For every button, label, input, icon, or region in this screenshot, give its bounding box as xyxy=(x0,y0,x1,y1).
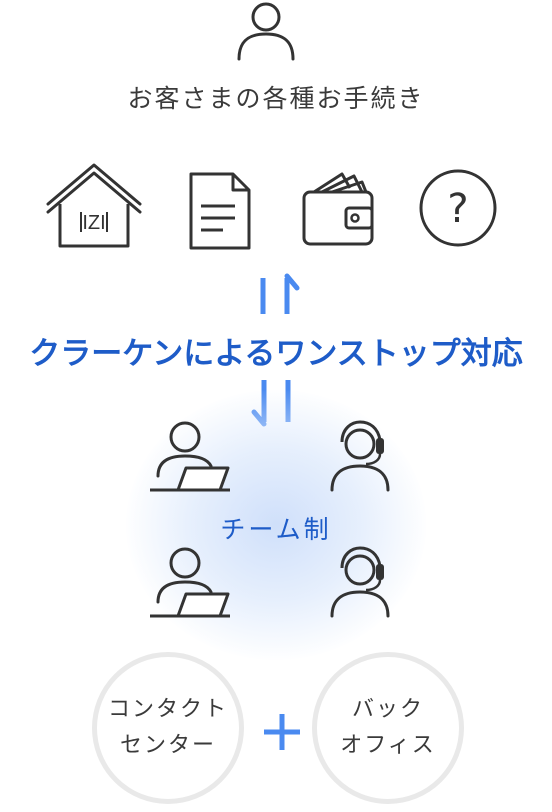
contact-center-circle: コンタクト センター xyxy=(92,652,244,804)
person-laptop-icon xyxy=(150,547,230,618)
contact-center-label-line1: コンタクト xyxy=(107,697,228,722)
back-office-label-line2: オフィス xyxy=(340,733,436,758)
question-glyph: ? xyxy=(447,186,468,232)
back-office-circle: バック オフィス xyxy=(312,652,464,804)
team-system-label: チーム制 xyxy=(220,515,332,544)
up-arrows-icon xyxy=(260,273,300,314)
person-headset-icon xyxy=(330,546,390,618)
document-icon xyxy=(189,172,251,250)
person-headset-icon xyxy=(330,420,390,492)
plus-icon xyxy=(264,714,300,750)
customer-person-icon xyxy=(237,2,295,61)
service-icons-row: IZI ? xyxy=(0,160,552,252)
house-icon: IZI xyxy=(46,163,142,248)
back-office-label-line1: バック xyxy=(351,697,424,722)
person-laptop-icon xyxy=(150,421,230,492)
contact-center-label-line2: センター xyxy=(119,733,216,758)
one-stop-headline: クラーケンによるワンストップ対応 xyxy=(29,336,523,372)
house-sign-text: IZI xyxy=(82,212,105,234)
customer-procedures-label: お客さまの各種お手続き xyxy=(127,84,425,113)
question-icon: ? xyxy=(419,169,497,247)
wallet-icon xyxy=(302,172,374,246)
